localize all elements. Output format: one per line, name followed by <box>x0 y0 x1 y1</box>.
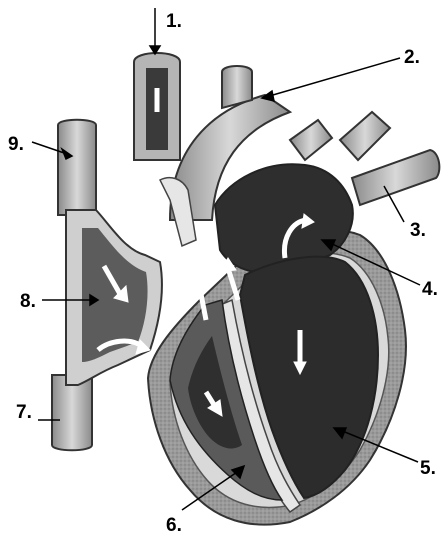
label-7: 7. <box>16 402 32 423</box>
label-1: 1. <box>166 11 182 32</box>
leader-line-2 <box>266 58 400 97</box>
label-3: 3. <box>410 220 426 241</box>
label-9: 9. <box>8 134 24 155</box>
label-6: 6. <box>166 515 182 536</box>
pulmonary-vein-upper <box>290 120 332 160</box>
pulmonary-vein-lower <box>352 150 439 205</box>
inferior-vena-cava <box>52 375 92 450</box>
label-8: 8. <box>20 291 36 312</box>
label-5: 5. <box>420 458 436 479</box>
aorta-branch <box>222 66 252 108</box>
label-2: 2. <box>404 47 420 68</box>
superior-vena-cava <box>58 120 96 215</box>
label-4: 4. <box>422 279 438 300</box>
pulmonary-vein-mid <box>340 112 390 160</box>
